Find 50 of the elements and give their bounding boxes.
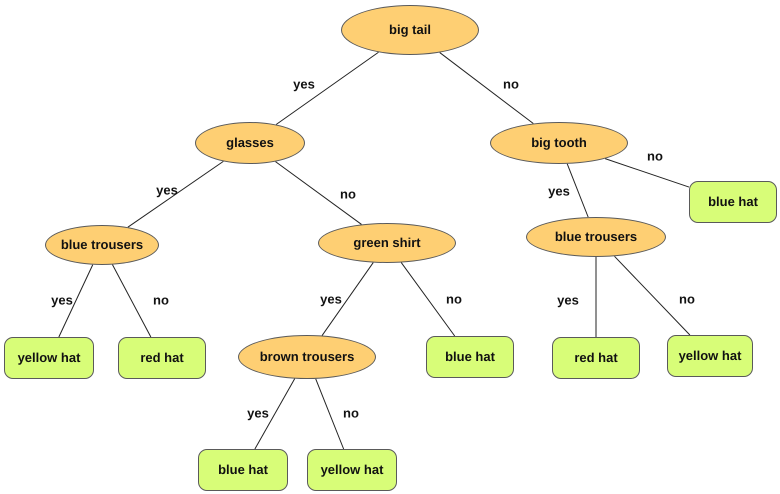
node-label: red hat [140,350,184,366]
connector-line [254,378,296,450]
node-label: yellow hat [18,350,80,366]
edge-label: no [647,148,663,164]
edge-label: yes [247,406,269,420]
edge-label: yes [320,292,342,306]
node-label: blue trousers [554,229,638,245]
connector-line [127,160,224,228]
node-label: blue hat [708,194,758,210]
edge-label: no [343,406,359,420]
node-label: big tooth [531,135,587,151]
leaf-box [4,337,94,379]
edge-label: yes [293,76,315,92]
node-label: big tail [389,22,431,38]
connector-line [112,264,152,338]
leaf-box [552,337,640,379]
edge-label: yes [548,184,570,198]
connector-line [400,262,456,336]
node-label: blue hat [218,462,268,478]
connector-line [276,52,379,126]
edge-label: yes [51,292,73,308]
leaf-box [198,449,288,491]
edge-label: no [340,186,356,202]
node-label: red hat [574,350,618,366]
leaf-box [667,335,753,377]
edge-label: no [503,76,519,92]
edge-label: no [679,292,695,306]
connector-line [604,158,690,188]
edge-label: yes [557,292,579,308]
node-label: glasses [226,135,274,151]
edge-label: no [446,292,462,306]
edge-label: yes [156,182,178,198]
connector-line [315,378,344,450]
leaf-box [307,449,397,491]
node-label: blue trousers [60,237,144,253]
connector-line [566,163,589,218]
node-label: yellow hat [320,462,384,478]
node-label: green shirt [353,235,421,251]
connector-line [58,264,94,338]
node-label: yellow hat [678,348,742,364]
connector-line [322,262,374,336]
leaf-box [426,336,514,378]
leaf-box [118,337,206,379]
leaf-box [689,181,777,223]
connector-line [275,161,362,225]
node-label: brown trousers [260,349,354,365]
edge-label: no [153,292,169,308]
connector-line [614,256,690,336]
node-label: blue hat [445,349,495,365]
connector-line [439,52,534,124]
